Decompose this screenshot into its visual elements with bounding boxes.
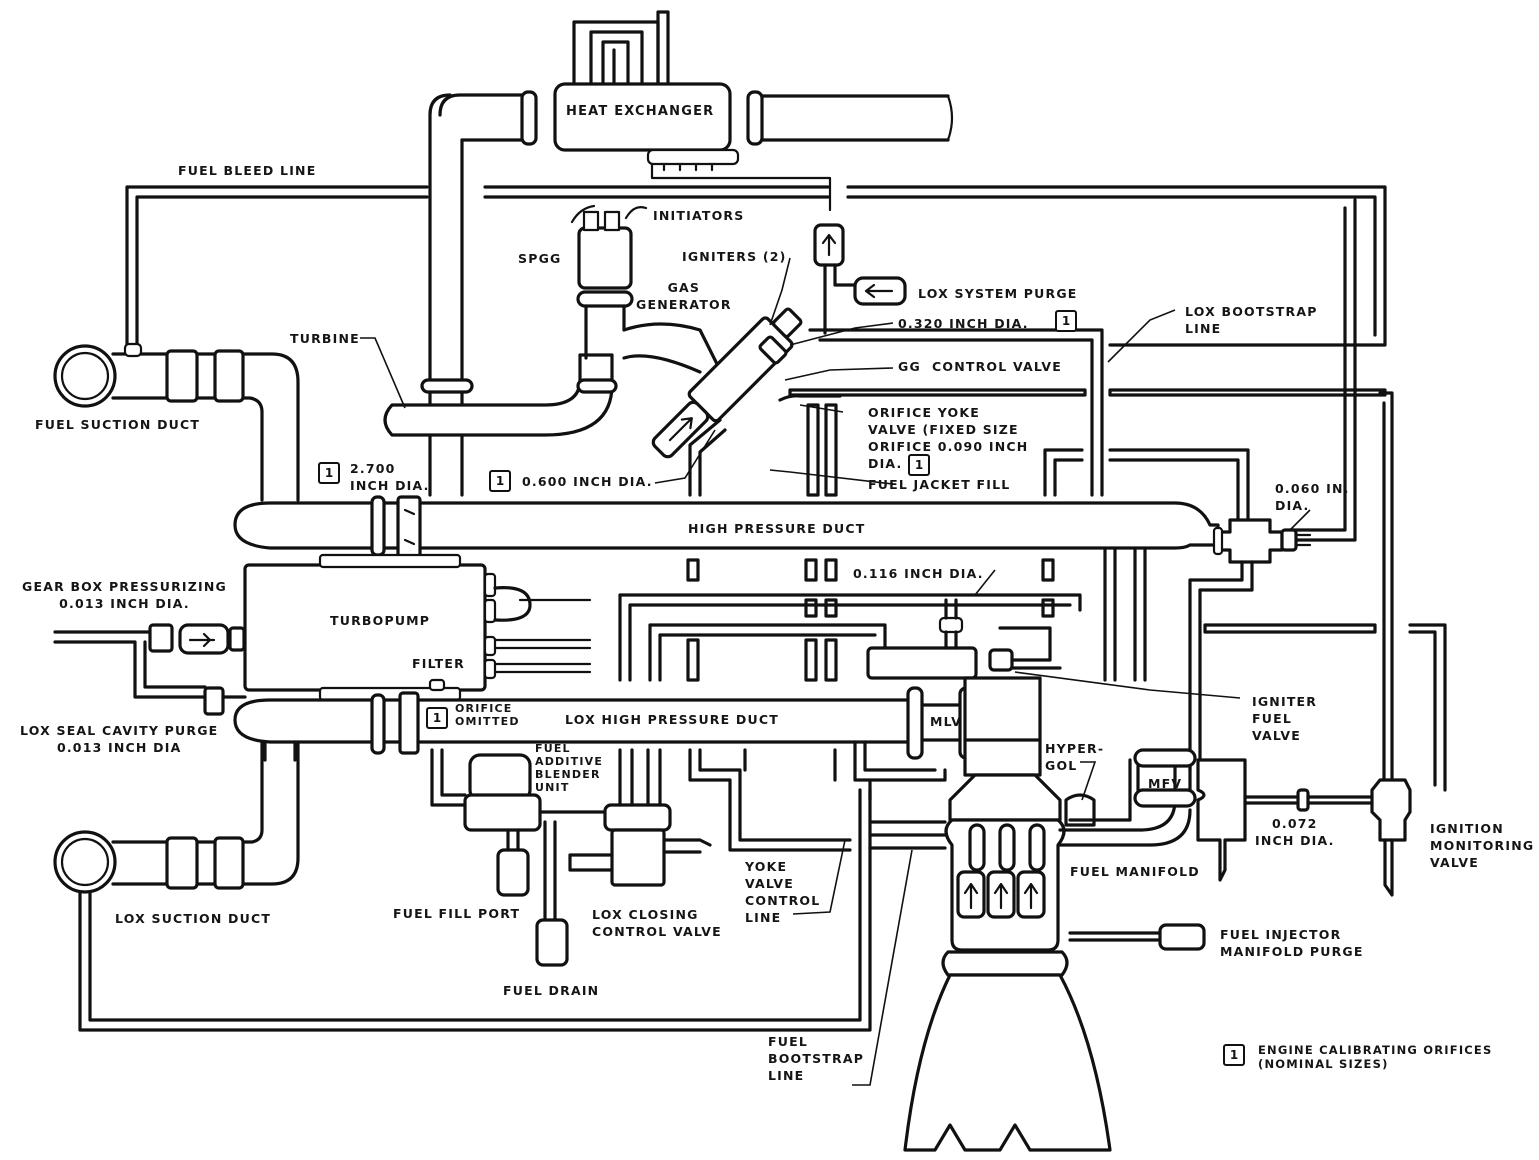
label-filter: FILTER [412,656,465,671]
thrust-chamber [903,773,1112,1152]
label-mfv: MFV [1148,776,1183,791]
orifice-badge-omitted: 1 [426,707,448,729]
label-lox-suction-duct: LOX SUCTION DUCT [115,911,272,926]
label-ignition-monitoring-valve: IGNITION MONITORING VALVE [1430,821,1535,870]
gas-generator-assembly [622,307,842,497]
heat-exchanger [438,82,954,212]
legend-badge: 1 [1223,1044,1245,1066]
orifice-badge-0-600: 1 [489,470,511,492]
label-initiators: INITIATORS [653,208,745,223]
label-fuel-bleed-line: FUEL BLEED LINE [178,163,317,178]
label-fuel-manifold: FUEL MANIFOLD [1070,864,1200,879]
label-turbine: TURBINE [290,331,360,346]
label-lox-seal-cavity-purge: LOX SEAL CAVITY PURGE 0.013 INCH DIA [20,723,219,755]
main-lox-valve-region [853,598,1062,782]
fuel-suction-duct [53,342,300,502]
label-gas-generator: GAS GENERATOR [636,280,732,312]
label-yoke-valve-control-line: YOKE VALVE CONTROL LINE [745,859,821,925]
label-lox-system-purge: LOX SYSTEM PURGE [918,286,1078,301]
spgg [570,204,722,372]
label-gg-control-valve: GG CONTROL VALVE [898,359,1062,374]
lox-suction-duct [53,740,872,1032]
label-fuel-fill-port: FUEL FILL PORT [393,906,521,921]
label-spgg: SPGG [518,251,562,266]
label-fuel-bootstrap-line: FUEL BOOTSTRAP LINE [768,1034,865,1083]
label-orifice-0-600: 0.600 INCH DIA. [522,474,653,489]
label-hypergol: HYPER- GOL [1045,741,1105,773]
label-orifice-omitted: ORIFICE OMITTED [455,702,520,728]
label-orifice-0-116: 0.116 INCH DIA. [853,566,984,581]
label-orifice-2-700: 2.700 INCH DIA. [350,461,430,493]
label-orifice-0-320: 0.320 INCH DIA. [898,316,1029,331]
label-high-pressure-duct: HIGH PRESSURE DUCT [688,521,866,536]
high-pressure-duct [233,495,1220,559]
label-fuel-jacket-fill: FUEL JACKET FILL [868,477,1011,492]
label-fuel-additive-blender-unit: FUEL ADDITIVE BLENDER UNIT [535,742,604,794]
leader-lines [360,257,1311,1086]
label-fuel-suction-duct: FUEL SUCTION DUCT [35,417,201,432]
label-lox-bootstrap-line: LOX BOOTSTRAP LINE [1185,304,1318,336]
label-gear-box-pressurizing: GEAR BOX PRESSURIZING 0.013 INCH DIA. [22,579,227,611]
orifice-badge-0-090: 1 [908,454,930,476]
heat-exchanger-fittings [646,148,832,212]
label-mlv: MLV [930,714,962,729]
turbopump [243,553,592,702]
label-orifice-yoke-valve: ORIFICE YOKE VALVE (FIXED SIZE ORIFICE 0… [868,405,1029,471]
label-fuel-drain: FUEL DRAIN [503,983,600,998]
hp-valve-cluster [1188,518,1312,772]
interconnect-lines [618,548,1447,792]
label-lox-closing-control-valve: LOX CLOSING CONTROL VALVE [592,907,722,939]
label-lox-high-pressure-duct: LOX HIGH PRESSURE DUCT [565,712,779,727]
label-orifice-0-060: 0.060 IN. DIA. [1275,481,1350,513]
orifice-badge-0-320: 1 [1055,310,1077,332]
label-heat-exchanger: HEAT EXCHANGER [566,104,715,119]
lox-purge-check-valve [813,223,907,335]
label-orifice-0-072: 0.072 INCH DIA. [1255,816,1335,848]
fuel-bleed-line [125,185,1387,347]
lox-bootstrap-lines [788,198,1394,792]
turbine [383,353,618,437]
label-fuel-injector-manifold-purge: FUEL INJECTOR MANIFOLD PURGE [1220,927,1364,959]
label-turbopump: TURBOPUMP [330,613,431,628]
label-igniters: IGNITERS (2) [682,249,787,264]
orifice-badge-2-700: 1 [318,462,340,484]
gearbox-purge-lines [53,623,247,716]
legend-text: ENGINE CALIBRATING ORIFICES (NOMINAL SIZ… [1258,1043,1493,1071]
blender-assembly [430,748,872,967]
fuel-manifold [868,748,1412,951]
label-igniter-fuel-valve: IGNITER FUEL VALVE [1252,694,1318,743]
